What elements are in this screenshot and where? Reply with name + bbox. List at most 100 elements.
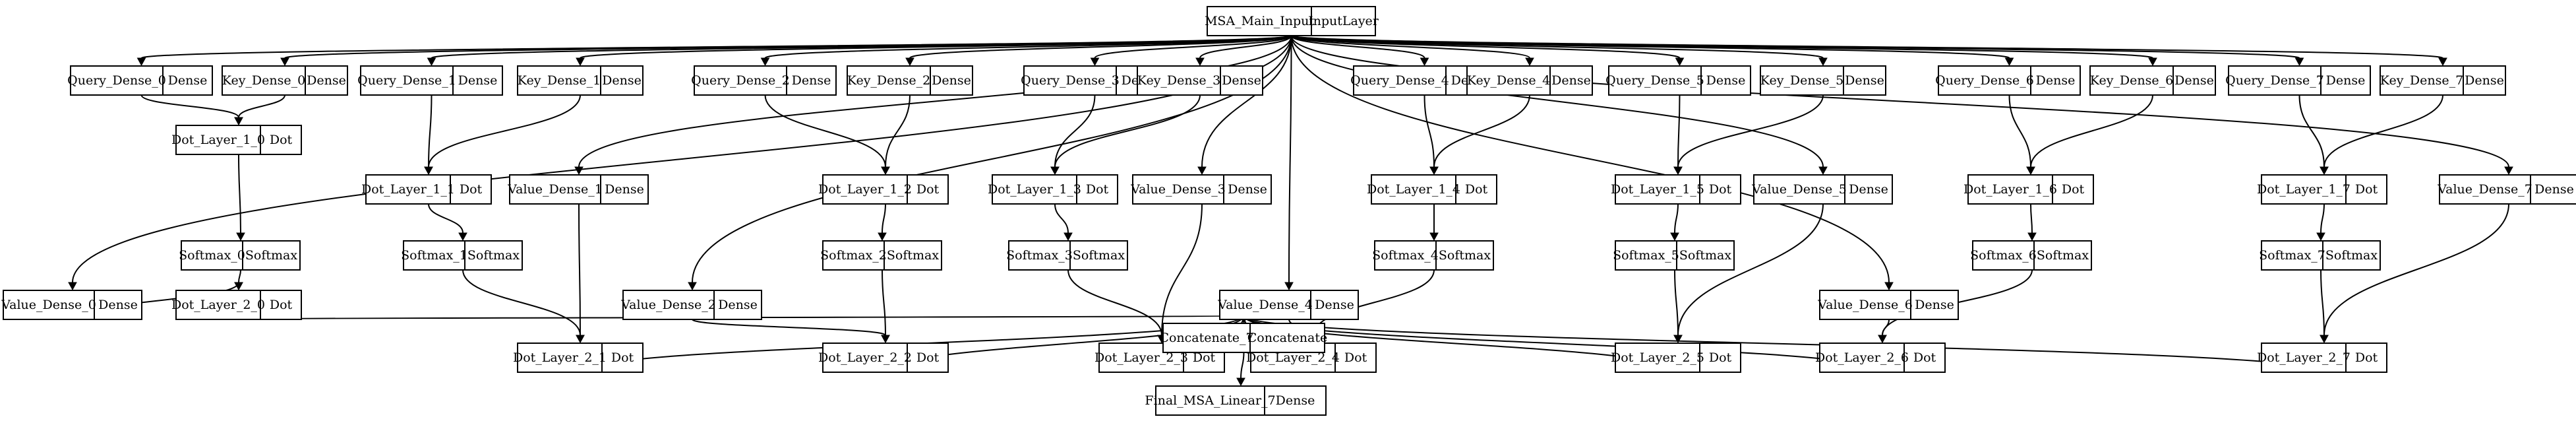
edge-line (1290, 35, 1425, 59)
layer-name: Query_Dense_3 (1021, 73, 1120, 88)
edge-s1-to-d21 (462, 269, 585, 344)
edges-layer (68, 35, 2513, 387)
layer-box (1219, 290, 1359, 320)
arrowhead (2504, 166, 2513, 176)
layer-name: Value_Dense_0 (1, 298, 96, 312)
edge-line (1054, 94, 1201, 168)
edge-line (2320, 269, 2325, 336)
layer-box (1132, 174, 1272, 205)
layer-type: Dot (460, 182, 483, 197)
edge-d15-to-s5 (1670, 203, 1679, 242)
edge-v3-to-d23 (1157, 203, 1203, 344)
layer-type: Dot (1086, 182, 1109, 197)
arrowhead (236, 232, 245, 242)
layer-box (2228, 65, 2371, 96)
edge-k3-to-d13 (1050, 94, 1201, 176)
layer-type: Dense (98, 298, 138, 312)
layer-box (517, 343, 644, 373)
arrowhead (234, 282, 243, 291)
edge-line (764, 35, 1292, 59)
edge-line (140, 94, 239, 118)
layer-type: Dense (1222, 73, 1261, 88)
layer-box (1374, 240, 1494, 271)
edge-q7-to-d17 (2298, 94, 2329, 176)
edge-line (1240, 352, 1245, 379)
edge-line (1199, 35, 1292, 59)
layer-type: Dense (1849, 182, 1888, 197)
edge-line (764, 94, 886, 168)
layer-box (1608, 65, 1751, 96)
arrowhead (2316, 232, 2325, 242)
layer-name: Key_Dense_4 (1467, 73, 1550, 88)
edge-input-to-q4 (1290, 35, 1429, 67)
arrowhead (1818, 166, 1828, 176)
edge-line (1290, 35, 1824, 168)
layer-type: Dot (2062, 182, 2085, 197)
layer-name: Query_Dense_2 (691, 73, 790, 88)
edge-k1-to-d11 (424, 94, 581, 176)
layer-box (1615, 174, 1741, 205)
layer-name: Query_Dense_1 (357, 73, 456, 88)
layer-name: Key_Dense_0 (222, 73, 305, 88)
edge-v7-to-d27 (2320, 203, 2509, 344)
layer-type: Dense (932, 73, 971, 88)
edge-d17-to-s7 (2316, 203, 2325, 242)
edge-line (431, 35, 1292, 59)
edge-line (1161, 203, 1203, 336)
edge-concat-to-final (1236, 352, 1245, 387)
arrowhead (280, 57, 289, 67)
layer-name: MSA_Main_Input (1205, 14, 1314, 28)
layer-box (181, 240, 301, 271)
layer-name: Dot_Layer_2_1 (513, 350, 607, 365)
edge-q5-to-d15 (1673, 94, 1683, 176)
edge-line (1290, 35, 1530, 59)
layer-box (2261, 174, 2387, 205)
layer-name: Softmax_7 (2259, 248, 2325, 263)
arrowhead (2148, 57, 2157, 67)
arrowhead (1670, 232, 1679, 242)
layer-box (1137, 65, 1263, 96)
edge-d16-to-s6 (2027, 203, 2037, 242)
arrowhead (1063, 232, 1073, 242)
edge-input-to-k1 (576, 35, 1292, 67)
layer-name: Softmax_1 (401, 248, 467, 263)
edge-line (1423, 94, 1435, 168)
layer-type: Dense (2465, 73, 2504, 88)
arrowhead (2294, 57, 2304, 67)
arrowhead (136, 57, 146, 67)
edge-input-to-q2 (760, 35, 1292, 67)
layer-box (360, 65, 503, 96)
layer-name: Value_Dense_5 (1751, 182, 1847, 197)
arrowhead (68, 282, 77, 291)
edge-line (1243, 315, 2325, 373)
edge-v5-to-d25 (1673, 203, 1824, 344)
edge-input-to-k3 (1195, 35, 1292, 67)
edge-q1-to-d11 (424, 94, 433, 176)
arrowhead (1284, 282, 1294, 291)
edge-line (882, 269, 886, 336)
